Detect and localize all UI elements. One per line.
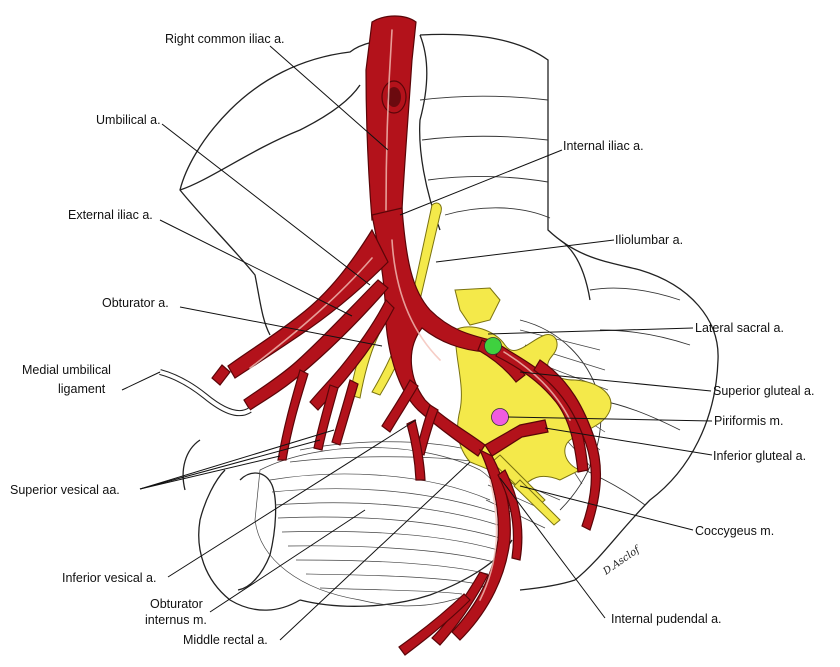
label-piriformis: Piriformis m. [714,414,783,428]
arterial-tree [211,15,602,656]
label-inferior-gluteal: Inferior gluteal a. [713,449,806,463]
label-middle-rectal: Middle rectal a. [183,633,268,647]
label-iliolumbar: Iliolumbar a. [615,233,683,247]
label-obturator: Obturator a. [102,296,169,310]
label-superior-gluteal: Superior gluteal a. [713,384,814,398]
label-internal-pudendal: Internal pudendal a. [611,612,722,626]
label-medial-umbilical-line1: Medial umbilical [22,363,111,377]
label-obturator-internus-line1: Obturator [150,597,203,611]
leader-lines [121,45,713,641]
label-medial-umbilical-line2: ligament [58,382,106,396]
label-umbilical: Umbilical a. [96,113,161,127]
label-superior-vesical: Superior vesical aa. [10,483,120,497]
label-internal-iliac: Internal iliac a. [563,139,644,153]
label-obturator-internus-line2: internus m. [145,613,207,627]
medial-umbilical-ligament [159,369,252,417]
internal-pudendal-artery [451,448,511,641]
label-inferior-vesical: Inferior vesical a. [62,571,156,585]
pink-marker [491,408,509,426]
right-common-iliac-artery [365,15,417,221]
label-coccygeus: Coccygeus m. [695,524,774,538]
internal-iliac-artery [371,207,491,457]
label-right-common-iliac: Right common iliac a. [165,32,285,46]
obturator-internus-muscle [254,441,509,607]
label-lateral-sacral: Lateral sacral a. [695,321,784,335]
obturator-artery [309,298,395,411]
label-external-iliac: External iliac a. [68,208,153,222]
green-marker [484,337,502,355]
